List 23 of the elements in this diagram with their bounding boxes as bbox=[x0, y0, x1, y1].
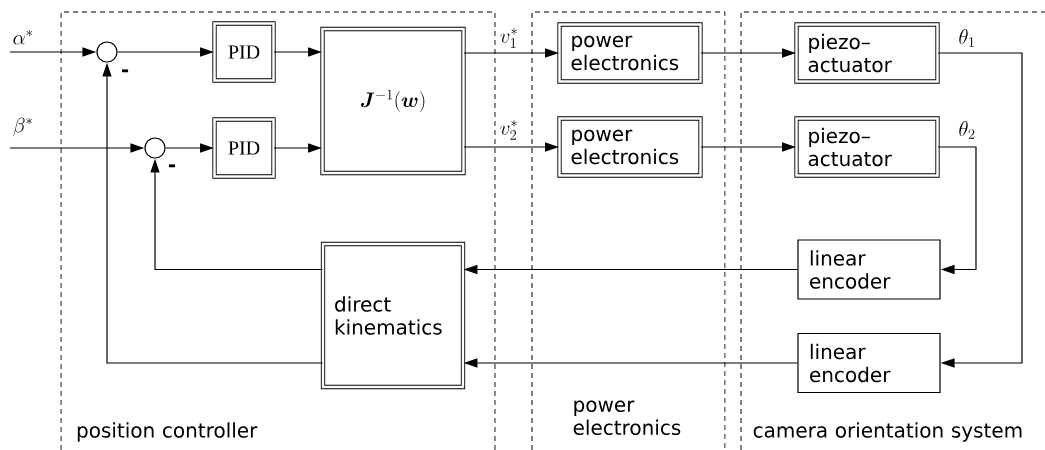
block-box: piezo– actuator bbox=[794, 116, 940, 178]
minus-sign: - bbox=[121, 69, 129, 73]
block-box: direct kinematics bbox=[320, 241, 466, 390]
edge-label: $\beta^*$ bbox=[13, 117, 32, 137]
edge-label: $v_1^*$ bbox=[500, 28, 517, 48]
edge-label: $\alpha^*$ bbox=[13, 29, 32, 45]
region-label: camera orientation system bbox=[753, 422, 1022, 442]
block-box: power electronics bbox=[557, 22, 703, 84]
function-box: $\boldsymbol{J}^{-1}(\boldsymbol{w})$ bbox=[320, 26, 466, 176]
edge-label: $\theta_1$ bbox=[959, 29, 974, 47]
edge-label: $\theta_2$ bbox=[959, 121, 975, 139]
region-label: power electronics bbox=[573, 400, 681, 436]
controller-box: PID bbox=[212, 21, 276, 83]
region-label: position controller bbox=[77, 422, 258, 442]
block-box: linear encoder bbox=[797, 332, 941, 394]
block-box: piezo– actuator bbox=[794, 22, 940, 84]
arrow bbox=[937, 146, 977, 275]
controller-box: PID bbox=[212, 117, 276, 179]
arrow bbox=[937, 52, 1023, 368]
block-box: power electronics bbox=[557, 116, 703, 178]
edge-label: $v_2^*$ bbox=[500, 120, 517, 140]
minus-sign: - bbox=[168, 164, 176, 168]
block-box: linear encoder bbox=[797, 239, 941, 300]
